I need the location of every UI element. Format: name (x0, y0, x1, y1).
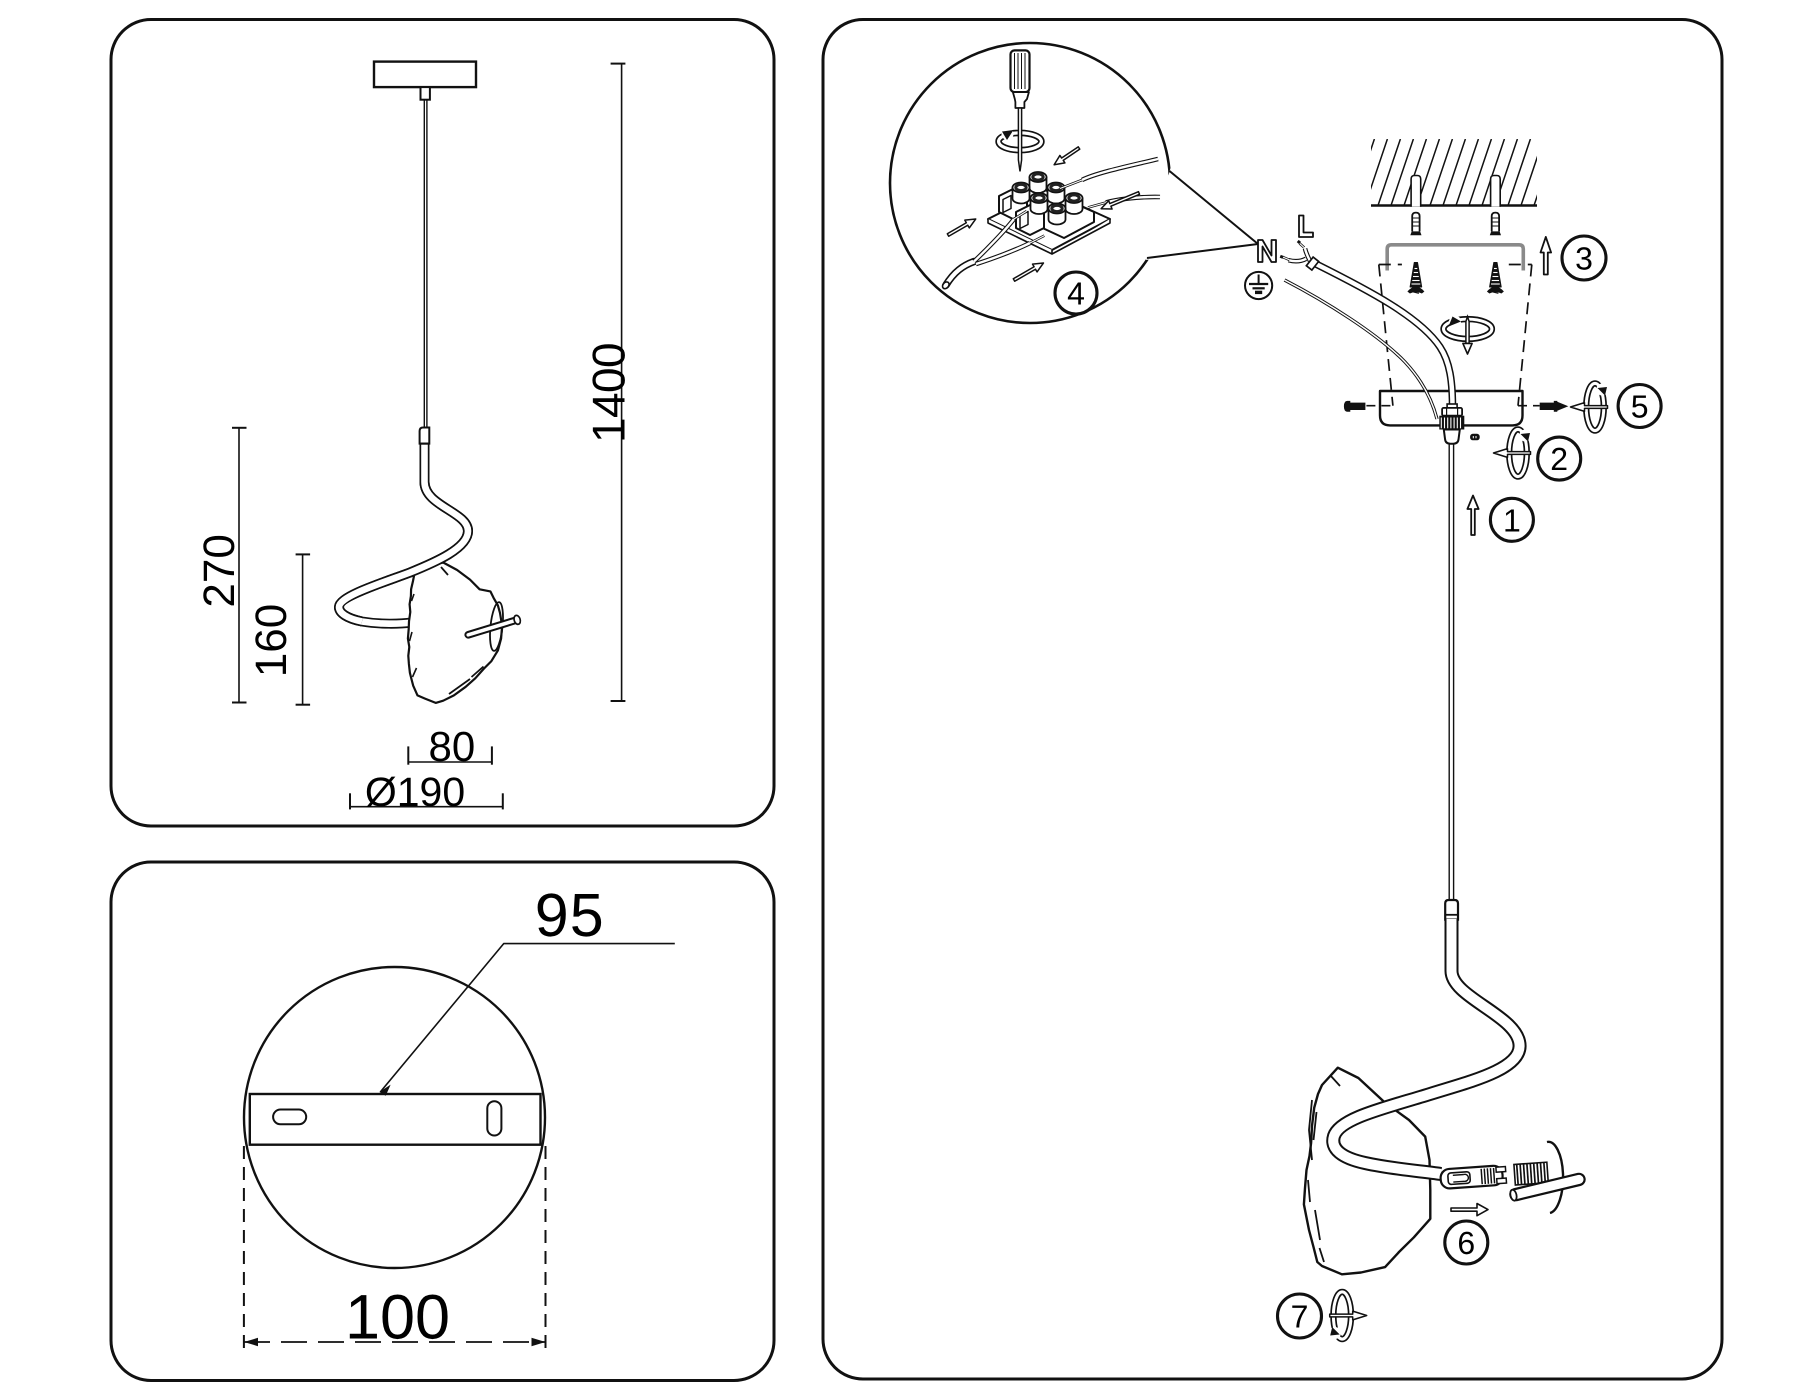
svg-text:3: 3 (1575, 241, 1593, 277)
svg-text:1: 1 (1503, 502, 1521, 538)
svg-text:7: 7 (1291, 1299, 1309, 1335)
svg-text:6: 6 (1457, 1225, 1475, 1261)
svg-text:5: 5 (1631, 389, 1649, 425)
svg-text:270: 270 (195, 534, 244, 607)
svg-text:1400: 1400 (583, 343, 635, 443)
svg-text:4: 4 (1067, 276, 1085, 312)
svg-text:80: 80 (429, 723, 476, 770)
svg-text:2: 2 (1550, 441, 1568, 477)
svg-text:95: 95 (535, 881, 605, 949)
svg-text:160: 160 (247, 604, 296, 677)
svg-text:100: 100 (345, 1282, 450, 1352)
svg-text:Ø190: Ø190 (365, 769, 465, 815)
